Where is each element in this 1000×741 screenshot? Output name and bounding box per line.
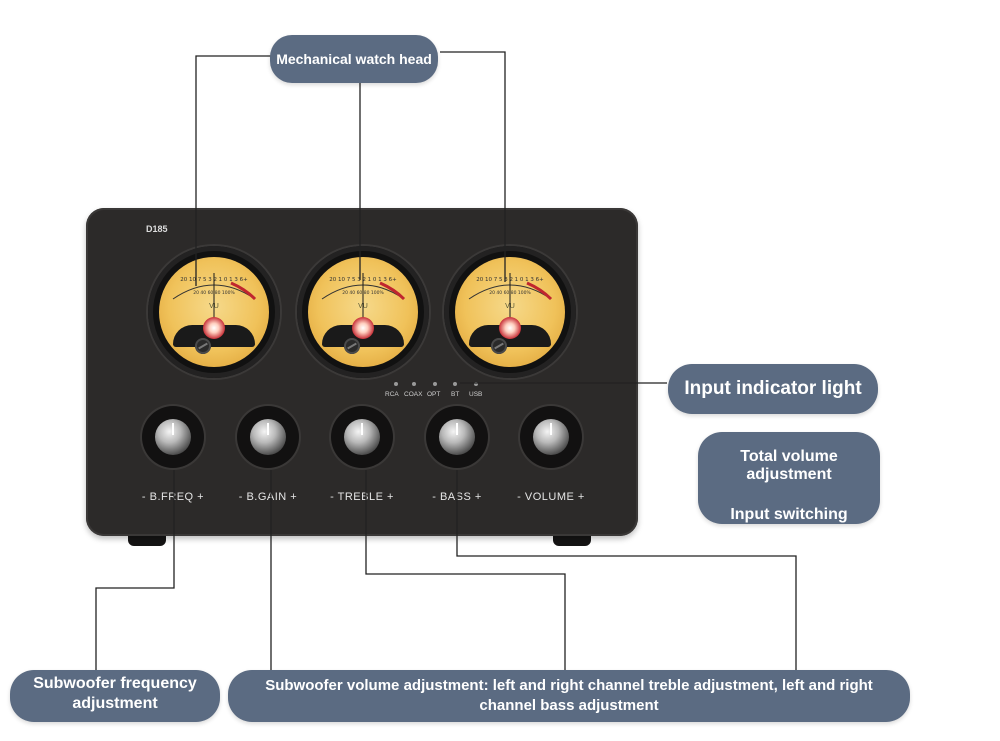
callout-text-input-switching: Input switching	[730, 506, 848, 523]
callout-mechanical-watch-head: Mechanical watch head	[270, 35, 438, 83]
amplifier-device: D185 20 10 7 5 3 2 1 0 1 3 6+ 20 40 60 8…	[86, 208, 638, 536]
vu-label: VU	[358, 303, 368, 310]
vu-meter-left: 20 10 7 5 3 2 1 0 1 3 6+ 20 40 60 80 100…	[148, 246, 280, 378]
meter-bulb-icon	[203, 317, 225, 339]
knob-cap[interactable]	[344, 419, 380, 455]
input-led-bt	[453, 382, 457, 386]
callout-subwoofer-frequency: Subwoofer frequency adjustment	[10, 670, 220, 722]
knob-b-freq[interactable]	[142, 406, 204, 468]
meter-face: 20 10 7 5 3 2 1 0 1 3 6+ 20 40 60 80 100…	[455, 257, 565, 367]
meter-scale: 20 10 7 5 3 2 1 0 1 3 6+ 20 40 60 80 100…	[468, 273, 553, 327]
knob-cap[interactable]	[155, 419, 191, 455]
meter-adjust-screw[interactable]	[195, 338, 211, 354]
input-label-usb: USB	[469, 391, 483, 398]
meter-bulb-icon	[352, 317, 374, 339]
meter-adjust-screw[interactable]	[491, 338, 507, 354]
knob-cap[interactable]	[250, 419, 286, 455]
vu-meter-center: 20 10 7 5 3 2 1 0 1 3 6+ 20 40 60 80 100…	[297, 246, 429, 378]
meter-face: 20 10 7 5 3 2 1 0 1 3 6+ 20 40 60 80 100…	[159, 257, 269, 367]
callout-text-line1: Subwoofer volume adjustment: left and ri…	[265, 677, 873, 694]
input-label-rca: RCA	[385, 391, 399, 398]
knob-cap[interactable]	[533, 419, 569, 455]
meter-bulb-icon	[499, 317, 521, 339]
input-label-opt: OPT	[427, 391, 441, 398]
knob-cap[interactable]	[439, 419, 475, 455]
callout-text-volume: Total volume adjustment	[740, 448, 838, 483]
input-led-coax	[412, 382, 416, 386]
input-led-rca	[394, 382, 398, 386]
knob-treble[interactable]	[331, 406, 393, 468]
knob-bass[interactable]	[426, 406, 488, 468]
knob-label-volume: - VOLUME +	[517, 491, 585, 503]
meter-face: 20 10 7 5 3 2 1 0 1 3 6+ 20 40 60 80 100…	[308, 257, 418, 367]
callout-text: Subwoofer frequency adjustment	[33, 675, 197, 712]
knob-label-b-freq: - B.FREQ +	[141, 491, 205, 503]
callout-volume-and-input: Total volume adjustment Input switching	[698, 432, 880, 524]
knob-label-b-gain: - B.GAIN +	[238, 491, 298, 503]
knob-label-treble: - TREBLE +	[330, 491, 394, 503]
vu-meter-right: 20 10 7 5 3 2 1 0 1 3 6+ 20 40 60 80 100…	[444, 246, 576, 378]
callout-text: Input indicator light	[684, 378, 862, 399]
input-label-bt: BT	[451, 391, 460, 398]
callout-subwoofer-volume-treble-bass: Subwoofer volume adjustment: left and ri…	[228, 670, 910, 722]
knob-volume[interactable]	[520, 406, 582, 468]
callout-text: Mechanical watch head	[276, 51, 432, 67]
meter-scale: 20 10 7 5 3 2 1 0 1 3 6+ 20 40 60 80 100…	[321, 273, 406, 327]
vu-label: VU	[505, 303, 515, 310]
input-label-coax: COAX	[404, 391, 423, 398]
knob-b-gain[interactable]	[237, 406, 299, 468]
callout-input-indicator-light: Input indicator light	[668, 364, 878, 414]
callout-text-line2: channel bass adjustment	[479, 697, 659, 714]
vu-label: VU	[209, 303, 219, 310]
meter-adjust-screw[interactable]	[344, 338, 360, 354]
input-led-usb	[474, 382, 478, 386]
input-led-opt	[433, 382, 437, 386]
model-label: D185	[146, 224, 168, 234]
